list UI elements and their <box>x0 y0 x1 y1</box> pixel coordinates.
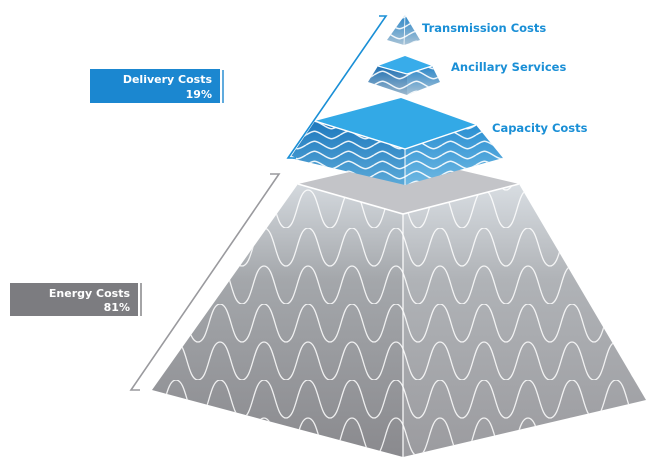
energy-base-right-face-waves <box>403 184 646 457</box>
energy-costs-title: Energy Costs <box>49 287 131 300</box>
ancillary-services-label: Ancillary Services <box>451 60 566 74</box>
energy-base-left-face-waves <box>152 184 403 457</box>
delivery-costs-box: Delivery Costs 19% <box>90 69 220 103</box>
energy-costs-box: Energy Costs 81% <box>10 283 138 316</box>
energy-costs-percent: 81% <box>104 301 130 314</box>
delivery-costs-title: Delivery Costs <box>123 73 213 86</box>
delivery-costs-percent: 19% <box>186 88 212 101</box>
energy-pyramid-base <box>152 158 646 457</box>
transmission-tier <box>387 14 420 46</box>
energy-bracket <box>129 173 281 391</box>
capacity-top-face <box>315 98 476 149</box>
ancillary-tier <box>368 56 440 95</box>
transmission-costs-label: Transmission Costs <box>422 21 546 35</box>
capacity-tier <box>290 98 503 185</box>
delivery-bracket <box>286 15 388 159</box>
capacity-costs-label: Capacity Costs <box>492 121 588 135</box>
